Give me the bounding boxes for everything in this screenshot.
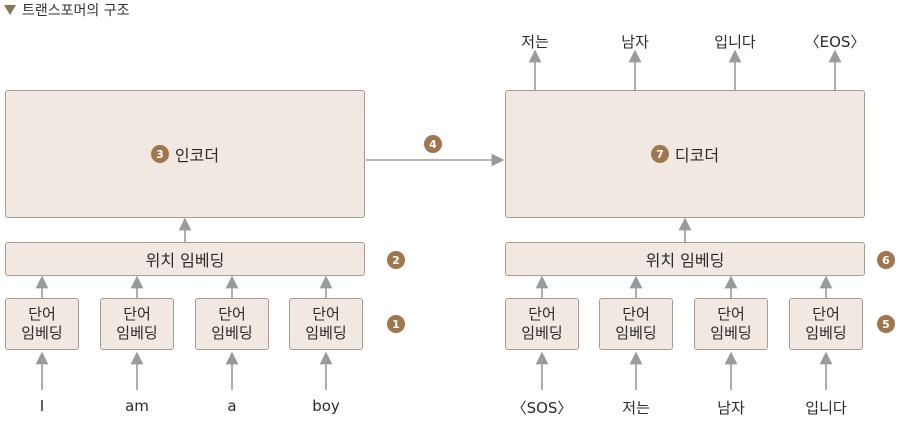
decoder-output-3: 입니다 — [714, 33, 756, 51]
encoder-input-1: I — [39, 397, 45, 415]
encoder-label: 인코더 — [174, 146, 220, 165]
emb-line2: 임베딩 — [521, 324, 563, 342]
emb-line1: 단어 — [312, 305, 340, 323]
emb-line2: 임베딩 — [710, 324, 752, 342]
decoder-output-2: 남자 — [621, 33, 649, 51]
decoder-pos-embedding-label: 위치 임베딩 — [645, 251, 725, 270]
badge-encoder: 3 — [150, 145, 169, 163]
encoder-word-embedding-1: 단어 임베딩 — [5, 298, 79, 350]
emb-line2: 임베딩 — [211, 324, 253, 342]
encoder-input-4: boy — [312, 397, 340, 415]
emb-line2: 임베딩 — [116, 324, 158, 342]
emb-line1: 단어 — [218, 305, 246, 323]
diagram-title: 트랜스포머의 구조 — [4, 0, 130, 20]
badge-encoder-decoder-link: 4 — [424, 135, 442, 153]
encoder-input-2: am — [125, 397, 149, 415]
badge-decoder-pos: 6 — [877, 251, 895, 269]
emb-line2: 임베딩 — [805, 324, 847, 342]
encoder-pos-embedding-label: 위치 임베딩 — [145, 251, 225, 270]
emb-line1: 단어 — [28, 305, 56, 323]
decoder-input-2: 저는 — [622, 399, 650, 417]
encoder-input-3: a — [227, 397, 237, 415]
emb-line1: 단어 — [123, 305, 151, 323]
emb-line1: 단어 — [812, 305, 840, 323]
decoder-word-embedding-3: 단어 임베딩 — [694, 298, 768, 350]
encoder-word-embedding-4: 단어 임베딩 — [289, 298, 363, 350]
decoder-box: 7 디코더 — [505, 90, 865, 218]
badge-encoder-word: 1 — [387, 315, 405, 333]
emb-line2: 임베딩 — [305, 324, 347, 342]
emb-line2: 임베딩 — [615, 324, 657, 342]
encoder-pos-embedding: 위치 임베딩 — [5, 242, 365, 276]
decoder-input-3: 남자 — [717, 399, 745, 417]
encoder-word-embedding-3: 단어 임베딩 — [195, 298, 269, 350]
decoder-input-4: 입니다 — [805, 399, 847, 417]
emb-line2: 임베딩 — [21, 324, 63, 342]
emb-line1: 단어 — [622, 305, 650, 323]
decoder-input-1: 〈SOS〉 — [511, 399, 573, 417]
badge-decoder: 7 — [650, 145, 669, 163]
decoder-word-embedding-1: 단어 임베딩 — [505, 298, 579, 350]
decoder-word-embedding-2: 단어 임베딩 — [599, 298, 673, 350]
decoder-output-4: 〈EOS〉 — [804, 33, 866, 51]
decoder-output-1: 저는 — [521, 33, 549, 51]
decoder-word-embedding-4: 단어 임베딩 — [789, 298, 863, 350]
diagram-title-text: 트랜스포머의 구조 — [22, 3, 130, 19]
badge-encoder-pos: 2 — [387, 251, 405, 269]
encoder-word-embedding-2: 단어 임베딩 — [100, 298, 174, 350]
decoder-pos-embedding: 위치 임베딩 — [505, 242, 865, 276]
badge-decoder-word: 5 — [877, 315, 895, 333]
triangle-down-icon — [4, 5, 16, 15]
encoder-box: 3 인코더 — [5, 90, 365, 218]
emb-line1: 단어 — [528, 305, 556, 323]
emb-line1: 단어 — [717, 305, 745, 323]
decoder-label: 디코더 — [674, 146, 720, 165]
